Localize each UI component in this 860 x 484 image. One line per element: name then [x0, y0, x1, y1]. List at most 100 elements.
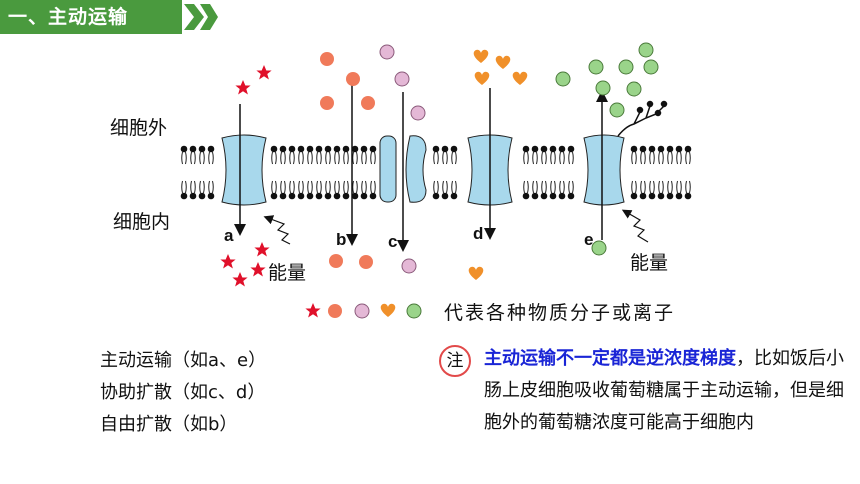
lipid-molecule: [450, 145, 458, 165]
lipid-molecule: [549, 145, 557, 165]
lipid-molecule: [450, 180, 458, 200]
type-active-transport: 主动运输（如a、e）: [100, 350, 267, 371]
lipid-molecule: [279, 180, 287, 200]
type-simple-diffusion: 自由扩散（如b）: [100, 414, 238, 435]
energy-label-a: 能量: [268, 262, 307, 284]
note-text: 主动运输不一定都是逆浓度梯度，比如饭后小肠上皮细胞吸收葡萄糖属于主动运输，但是细…: [484, 343, 854, 439]
section-title-bar: 一、主动运输: [0, 0, 218, 34]
lipid-molecule: [189, 145, 197, 165]
note-rest: ，比如饭后小肠上皮细胞吸收葡萄糖属于主动运输，但是细胞外的葡萄糖浓度可能高于细胞…: [484, 348, 844, 433]
lipid-molecule: [522, 180, 530, 200]
lipid-molecule: [630, 180, 638, 200]
lipid-molecule: [189, 180, 197, 200]
orange-circle-molecules: [320, 52, 375, 269]
lipid-molecule: [540, 180, 548, 200]
lipid-molecule: [441, 145, 449, 165]
lipid-molecule: [540, 145, 548, 165]
lipid-molecule: [207, 145, 215, 165]
green-circle-molecules: [555, 42, 659, 256]
energy-zigzag-e: [621, 209, 649, 243]
energy-label-e: 能量: [630, 252, 669, 274]
lipid-molecule: [441, 180, 449, 200]
pathway-label-d: d: [473, 224, 484, 243]
carrier-protein-e: [583, 134, 625, 206]
lipid-molecule: [342, 145, 350, 165]
lipid-molecule: [666, 145, 674, 165]
pathway-label-a: a: [224, 226, 234, 245]
pathway-label-b: b: [336, 230, 347, 249]
lipid-molecule: [531, 180, 539, 200]
lipid-molecule: [630, 145, 638, 165]
inside-label: 细胞内: [113, 211, 171, 233]
lipid-molecule: [567, 180, 575, 200]
lipid-molecule: [432, 145, 440, 165]
lipid-molecule: [180, 180, 188, 200]
lipid-molecule: [198, 180, 206, 200]
lipid-molecule: [279, 145, 287, 165]
type-facilitated-diffusion: 协助扩散（如c、d）: [100, 382, 266, 403]
green-circle-icon: [406, 303, 422, 319]
lipid-molecule: [315, 145, 323, 165]
lipid-molecule: [297, 145, 305, 165]
lipid-molecule: [639, 180, 647, 200]
lipid-molecule: [315, 180, 323, 200]
lipid-molecule: [432, 180, 440, 200]
lipid-molecule: [207, 180, 215, 200]
legend-text: 代表各种物质分子或离子: [444, 302, 676, 324]
pink-circle-icon: [354, 303, 370, 319]
channel-protein-c-right: [405, 135, 427, 203]
lipid-molecule: [648, 180, 656, 200]
lipid-molecule: [675, 145, 683, 165]
lipid-molecule: [657, 145, 665, 165]
lipid-molecule: [531, 145, 539, 165]
energy-zigzag-a: [263, 215, 291, 245]
lipid-molecule: [639, 145, 647, 165]
pathway-label-e: e: [584, 230, 594, 249]
lipid-molecule: [297, 180, 305, 200]
lipid-molecule: [333, 145, 341, 165]
lipid-molecule: [306, 180, 314, 200]
lipid-molecule: [666, 180, 674, 200]
lipid-molecule: [288, 180, 296, 200]
lipid-molecule: [270, 180, 278, 200]
lipid-molecule: [648, 145, 656, 165]
page-title: 一、主动运输: [8, 6, 129, 28]
lipid-molecule: [270, 145, 278, 165]
lipid-molecule: [360, 180, 368, 200]
glycoprotein-chain: [617, 100, 668, 137]
channel-protein-c-left: [379, 135, 397, 203]
heart-icon: [380, 303, 396, 317]
orange-circle-icon: [328, 304, 342, 318]
lipid-molecule: [369, 180, 377, 200]
lipid-molecule: [567, 145, 575, 165]
carrier-protein-a: [221, 134, 267, 206]
lipid-molecule: [684, 145, 692, 165]
lipid-molecule: [306, 145, 314, 165]
lipid-molecule: [342, 180, 350, 200]
lipid-molecule: [657, 180, 665, 200]
lipid-molecule: [558, 180, 566, 200]
star-icon: [305, 303, 321, 318]
pink-circle-molecules: [379, 44, 426, 274]
lipid-molecule: [369, 145, 377, 165]
legend-icons: [305, 303, 422, 319]
lipid-molecule: [558, 145, 566, 165]
pathway-label-c: c: [388, 232, 398, 251]
lipid-molecule: [675, 180, 683, 200]
lipid-molecule: [324, 180, 332, 200]
lipid-molecule: [333, 180, 341, 200]
transport-types-list: 主动运输（如a、e） 协助扩散（如c、d） 自由扩散（如b）: [100, 345, 266, 441]
lipid-molecule: [360, 145, 368, 165]
lipid-molecule: [549, 180, 557, 200]
outside-label: 细胞外: [110, 117, 168, 139]
lipid-molecule: [324, 145, 332, 165]
lipid-molecule: [198, 145, 206, 165]
lipid-molecule: [522, 145, 530, 165]
title-banner: [0, 0, 218, 34]
lipid-molecule: [288, 145, 296, 165]
lipid-molecule: [684, 180, 692, 200]
lipid-molecule: [180, 145, 188, 165]
note-badge: 注: [439, 345, 471, 377]
note-highlight: 主动运输不一定都是逆浓度梯度: [484, 348, 736, 369]
